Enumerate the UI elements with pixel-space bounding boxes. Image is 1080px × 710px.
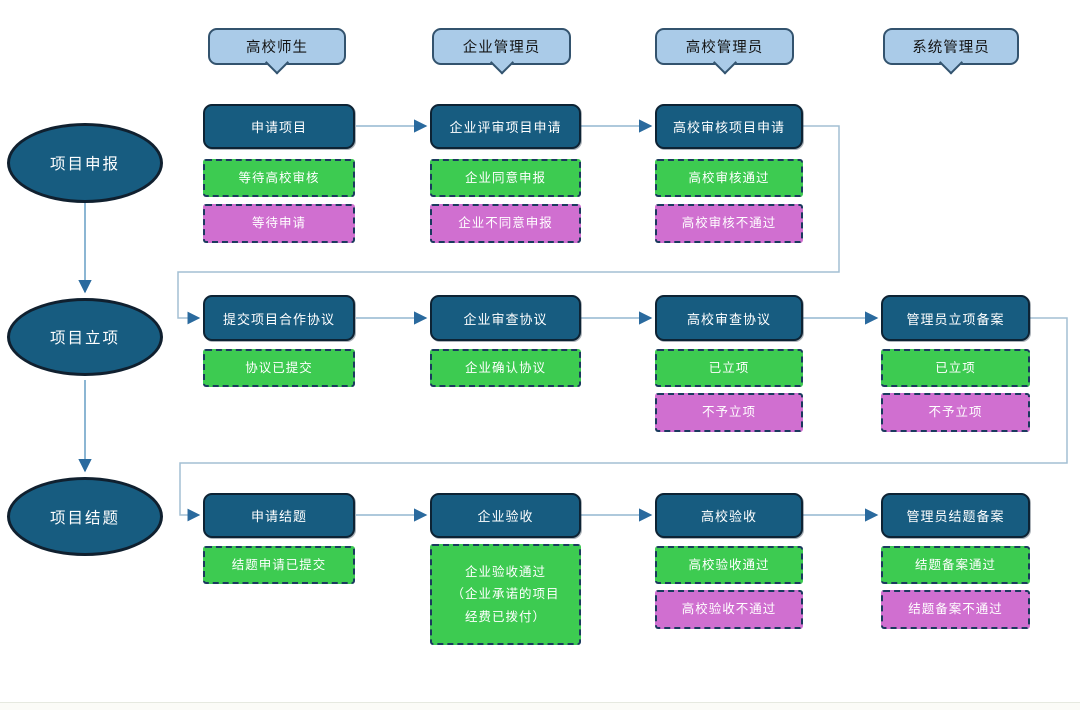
process-university-acceptance: 高校验收 — [655, 493, 803, 538]
process-apply-project: 申请项目 — [203, 104, 355, 149]
phase-project-approval: 项目立项 — [7, 298, 163, 376]
process-enterprise-review-agreement: 企业审查协议 — [430, 295, 581, 341]
status-university-acceptance-failed: 高校验收不通过 — [655, 590, 803, 629]
phase-project-conclusion: 项目结题 — [7, 477, 163, 556]
process-submit-cooperation-agreement: 提交项目合作协议 — [203, 295, 355, 341]
status-admin-established: 已立项 — [881, 349, 1030, 387]
status-agreement-submitted: 协议已提交 — [203, 349, 355, 387]
phase-project-application: 项目申报 — [7, 123, 163, 203]
lane-header-system-admin: 系统管理员 — [883, 28, 1019, 65]
process-apply-conclusion: 申请结题 — [203, 493, 355, 538]
status-waiting-university-review: 等待高校审核 — [203, 159, 355, 197]
lane-header-enterprise-admin: 企业管理员 — [432, 28, 571, 65]
bottom-strip — [0, 703, 1080, 710]
status-project-established: 已立项 — [655, 349, 803, 387]
process-university-review-agreement: 高校审查协议 — [655, 295, 803, 341]
status-enterprise-disagree: 企业不同意申报 — [430, 204, 581, 243]
status-enterprise-confirm-agreement: 企业确认协议 — [430, 349, 581, 387]
status-admin-not-established: 不予立项 — [881, 393, 1030, 432]
status-university-review-failed: 高校审核不通过 — [655, 204, 803, 243]
status-conclusion-submitted: 结题申请已提交 — [203, 546, 355, 584]
process-university-review-application: 高校审核项目申请 — [655, 104, 803, 149]
status-waiting-application: 等待申请 — [203, 204, 355, 243]
status-enterprise-agree: 企业同意申报 — [430, 159, 581, 197]
status-conclusion-record-passed: 结题备案通过 — [881, 546, 1030, 584]
status-enterprise-acceptance-passed: 企业验收通过 （企业承诺的项目 经费已拨付） — [430, 544, 581, 645]
lane-header-university-admin: 高校管理员 — [655, 28, 794, 65]
status-project-not-established: 不予立项 — [655, 393, 803, 432]
lane-header-university-staff: 高校师生 — [208, 28, 346, 65]
process-admin-conclusion-record: 管理员结题备案 — [881, 493, 1030, 538]
process-enterprise-review-application: 企业评审项目申请 — [430, 104, 581, 149]
process-admin-approval-record: 管理员立项备案 — [881, 295, 1030, 341]
bottom-divider — [0, 702, 1080, 703]
status-university-review-passed: 高校审核通过 — [655, 159, 803, 197]
process-enterprise-acceptance: 企业验收 — [430, 493, 581, 538]
status-university-acceptance-passed: 高校验收通过 — [655, 546, 803, 584]
status-conclusion-record-failed: 结题备案不通过 — [881, 590, 1030, 629]
